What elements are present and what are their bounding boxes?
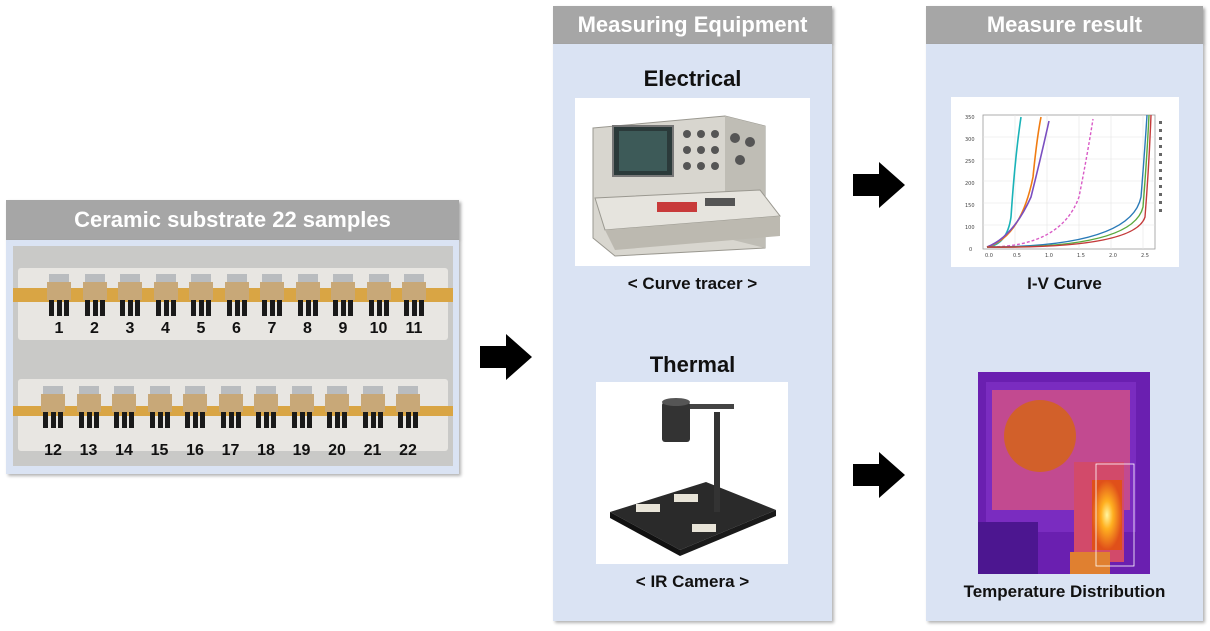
curve-tracer-illustration bbox=[592, 115, 781, 257]
svg-text:200: 200 bbox=[965, 181, 975, 187]
sample-number: 18 bbox=[257, 442, 275, 459]
svg-text:1.0: 1.0 bbox=[1045, 253, 1053, 259]
curve-tracer-image bbox=[575, 98, 810, 266]
sample-number: 7 bbox=[267, 320, 277, 337]
ir-camera-image bbox=[596, 382, 788, 564]
sample-number: 12 bbox=[44, 442, 62, 459]
sample-number: 20 bbox=[328, 442, 346, 459]
svg-text:2.5: 2.5 bbox=[1141, 253, 1149, 259]
sample-chip bbox=[295, 274, 320, 318]
sample-chip bbox=[360, 386, 385, 430]
sample-number: 5 bbox=[196, 320, 206, 337]
sample-number: 17 bbox=[221, 442, 240, 459]
ir-camera-illustration bbox=[610, 398, 776, 556]
svg-text:100: 100 bbox=[965, 225, 975, 231]
svg-text:350: 350 bbox=[965, 115, 975, 121]
sample-number: 3 bbox=[125, 320, 135, 337]
samples-header: Ceramic substrate 22 samples bbox=[6, 200, 459, 240]
svg-text:2.0: 2.0 bbox=[1109, 253, 1117, 259]
sample-chip bbox=[260, 274, 284, 318]
svg-text:0.5: 0.5 bbox=[1013, 253, 1021, 259]
sample-chip bbox=[396, 386, 420, 430]
sample-number: 1 bbox=[54, 320, 64, 337]
sample-chip bbox=[183, 386, 207, 430]
iv-curve-image: 350 300 250 200 150 100 0 0.0 0.5 1.0 1.5 2.0 2.… bbox=[951, 97, 1179, 267]
svg-text:300: 300 bbox=[965, 137, 975, 143]
right-arrow-icon bbox=[853, 452, 905, 498]
sample-chip bbox=[402, 274, 426, 318]
sample-number: 10 bbox=[369, 320, 388, 337]
sample-number: 2 bbox=[90, 320, 99, 337]
sample-chip bbox=[224, 274, 249, 318]
result-header: Measure result bbox=[926, 6, 1203, 44]
sample-number: 14 bbox=[115, 442, 133, 459]
ir-camera-caption: < IR Camera > bbox=[635, 572, 750, 591]
sample-chip bbox=[147, 386, 172, 430]
sample-chip bbox=[254, 386, 278, 430]
sample-number: 13 bbox=[79, 442, 98, 459]
right-arrow-icon bbox=[853, 162, 905, 208]
thermal-distribution-image bbox=[978, 372, 1150, 574]
curve-tracer-caption: < Curve tracer > bbox=[627, 274, 758, 293]
sample-chip bbox=[325, 386, 349, 430]
sample-number: 15 bbox=[150, 442, 169, 459]
thermal-title: Thermal bbox=[649, 352, 736, 377]
svg-text:250: 250 bbox=[965, 159, 975, 165]
svg-text:0: 0 bbox=[969, 247, 972, 253]
sample-number: 11 bbox=[405, 320, 423, 337]
sample-chip bbox=[41, 386, 65, 430]
svg-text:150: 150 bbox=[965, 203, 975, 209]
sample-number: 21 bbox=[363, 442, 382, 459]
sample-chip bbox=[112, 386, 136, 430]
sample-chip bbox=[331, 274, 355, 318]
sample-number: 8 bbox=[303, 320, 312, 337]
sample-number: 6 bbox=[232, 320, 241, 337]
svg-text:1.5: 1.5 bbox=[1077, 253, 1085, 259]
sample-chip bbox=[366, 274, 391, 318]
right-arrow-icon bbox=[480, 334, 532, 380]
sample-number: 19 bbox=[292, 442, 311, 459]
sample-number: 9 bbox=[338, 320, 348, 337]
sample-chip bbox=[118, 274, 142, 318]
sample-number: 22 bbox=[399, 442, 417, 459]
sample-chip bbox=[218, 386, 243, 430]
svg-text:0.0: 0.0 bbox=[985, 253, 993, 259]
sample-chip bbox=[47, 274, 71, 318]
sample-number: 16 bbox=[186, 442, 204, 459]
sample-number: 4 bbox=[161, 320, 170, 337]
sample-chip bbox=[189, 274, 213, 318]
thermal-result-caption: Temperature Distribution bbox=[963, 582, 1166, 601]
sample-chip bbox=[289, 386, 314, 430]
sample-chip bbox=[153, 274, 178, 318]
sample-chip bbox=[76, 386, 101, 430]
equipment-header: Measuring Equipment bbox=[553, 6, 832, 44]
iv-curve-plot: 350 300 250 200 150 100 0 0.0 0.5 1.0 1.5 2.0 2.… bbox=[965, 114, 1162, 259]
sample-chip bbox=[82, 274, 107, 318]
iv-curve-caption: I-V Curve bbox=[1027, 274, 1102, 293]
thermal-image bbox=[978, 372, 1150, 574]
electrical-title: Electrical bbox=[643, 66, 742, 91]
